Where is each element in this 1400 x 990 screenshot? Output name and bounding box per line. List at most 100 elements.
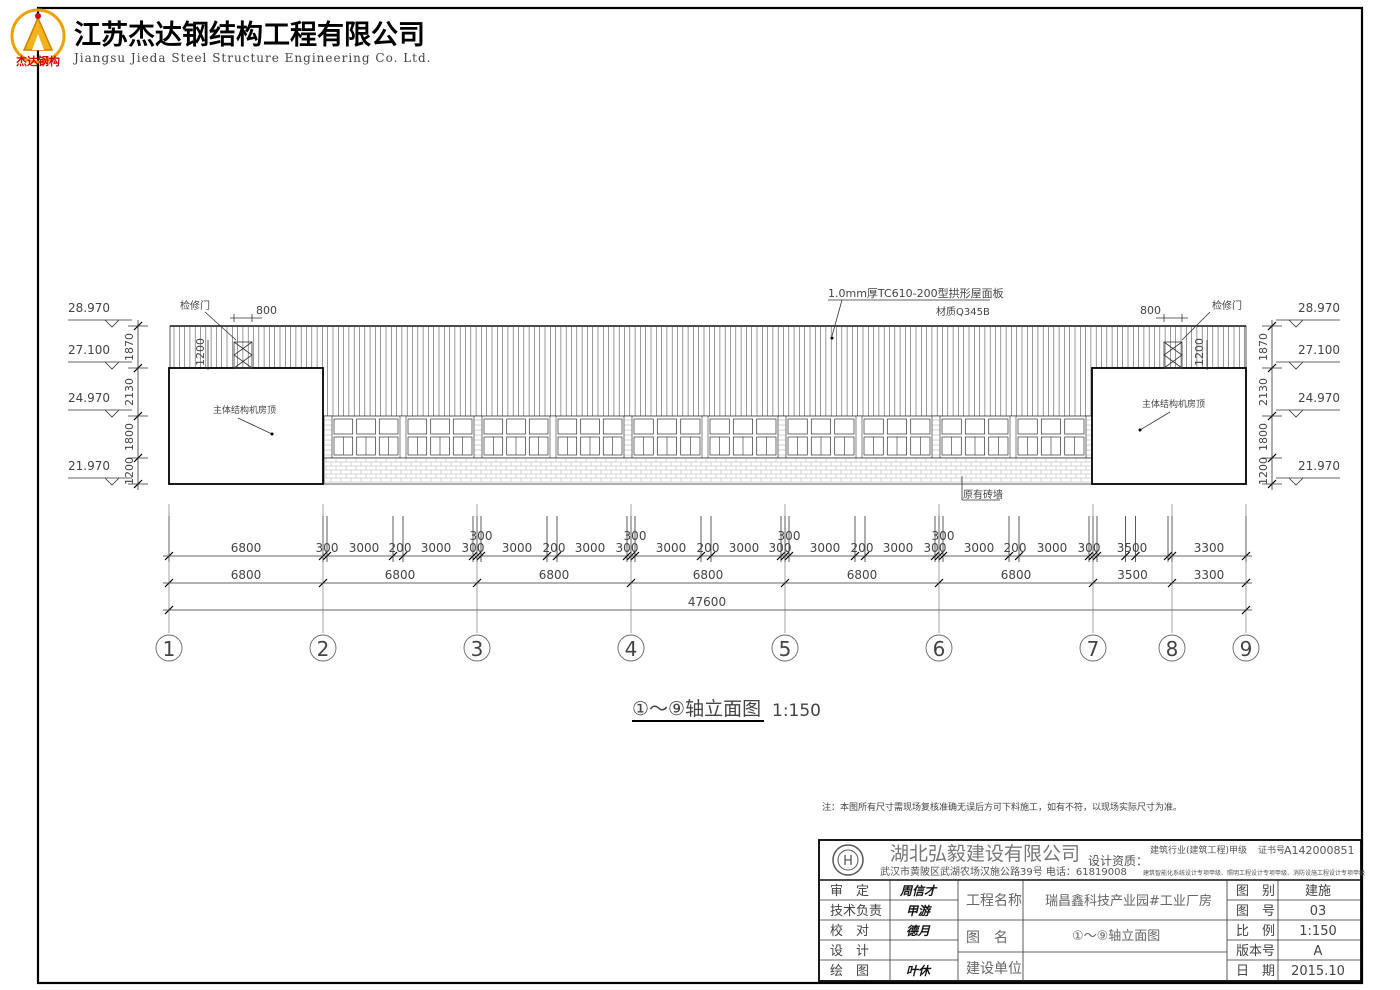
drawing-name: ①～⑨轴立面图 xyxy=(1072,929,1160,944)
dim-row2-5: 6800 xyxy=(847,568,878,582)
machine-room-left-label: 主体结构机房顶 xyxy=(213,404,276,416)
dim-row2-7: 3500 xyxy=(1117,568,1148,582)
vertical-dim-2: 2130 xyxy=(1257,378,1270,406)
dim-row1-14: 300 xyxy=(769,541,792,555)
dim-total: 47600 xyxy=(688,595,726,609)
axis-bubble-7 xyxy=(1079,634,1107,662)
tb-field-label-5: 日 期 xyxy=(1236,964,1275,979)
dim-row1-1: 6800 xyxy=(231,541,262,555)
machine-room-right-label: 主体结构机房顶 xyxy=(1142,398,1205,410)
tb-field-label-1: 图 别 xyxy=(1236,884,1275,899)
dim-row1-21: 3000 xyxy=(1037,541,1068,555)
machine-room-right: 主体结构机房顶 xyxy=(1091,367,1247,485)
dim-300-upper-4: 300 xyxy=(932,529,955,543)
dim-row1-19: 3000 xyxy=(964,541,995,555)
dim-300-upper-2: 300 xyxy=(624,529,647,543)
dim-row1-6: 300 xyxy=(462,541,485,555)
axis-label-1: 1 xyxy=(163,637,176,661)
hatch-right-width: 800 xyxy=(1140,304,1161,317)
dim-row1-3: 3000 xyxy=(349,541,380,555)
window-band xyxy=(323,415,1095,459)
axis-bubble-3 xyxy=(463,634,491,662)
tb-field-value-5: 2015.10 xyxy=(1291,964,1345,979)
level-right-1: 28.970 xyxy=(1298,301,1340,315)
hatch-door-right-label: 检修门 xyxy=(1212,299,1242,312)
drawing-frame xyxy=(36,6,1364,985)
drawing-title: ①～⑨轴立面图 1:150 xyxy=(632,698,821,722)
designer-company-name: 湖北弘毅建设有限公司 xyxy=(890,843,1080,865)
dim-row1-20: 200 xyxy=(1004,541,1027,555)
tb-field-value-4: A xyxy=(1314,944,1323,959)
qualification-label: 设计资质： xyxy=(1088,854,1148,868)
dim-row2-8: 3300 xyxy=(1194,568,1225,582)
tb-field-value-2: 03 xyxy=(1310,904,1327,919)
designer-address: 武汉市黄陂区武湖农场汉施公路39号 电话：61819008 xyxy=(880,865,1127,878)
level-right-3: 24.970 xyxy=(1298,391,1340,405)
axis-label-5: 5 xyxy=(779,637,792,661)
axis-label-6: 6 xyxy=(933,637,946,661)
dim-row1-5: 3000 xyxy=(421,541,452,555)
tb-field-value-1: 建施 xyxy=(1305,884,1331,899)
axis-bubble-4 xyxy=(617,634,645,662)
horizontal-dims: 6800 300 3000 200 3000 300 3000 200 3000 300 3000 2… xyxy=(163,516,1252,615)
machine-room-left: 主体结构机房顶 xyxy=(168,367,324,485)
company-header: 杰达钢构 江苏杰达钢结构工程有限公司 Jiangsu Jieda Steel S… xyxy=(10,8,432,68)
tb-field-label-3: 比 例 xyxy=(1236,924,1275,939)
vertical-dim-1: 1870 xyxy=(123,333,136,361)
logo-text: 杰达钢构 xyxy=(16,54,60,68)
dim-row1-10: 300 xyxy=(616,541,639,555)
vertical-dim-4: 1200 xyxy=(123,457,136,485)
vertical-dim-2: 2130 xyxy=(123,378,136,406)
dim-row1-2: 300 xyxy=(316,541,339,555)
level-left-4: 21.970 xyxy=(68,459,110,473)
dim-row1-18: 300 xyxy=(924,541,947,555)
level-right-4: 21.970 xyxy=(1298,459,1340,473)
dim-row1-24: 3300 xyxy=(1194,541,1225,555)
dim-row1-4: 200 xyxy=(389,541,412,555)
company-name-en: Jiangsu Jieda Steel Structure Engineerin… xyxy=(72,51,432,65)
certificate-number: A142000851 xyxy=(1284,844,1355,857)
level-right-2: 27.100 xyxy=(1298,343,1340,357)
client-label: 建设单位 xyxy=(966,961,1022,977)
svg-text:H: H xyxy=(843,854,853,869)
dim-row1-11: 3000 xyxy=(656,541,687,555)
dim-300-upper-3: 300 xyxy=(778,529,801,543)
qualification-grade: 建筑行业(建筑工程)甲级 xyxy=(1150,844,1247,856)
drawing-title-text: ①～⑨轴立面图 xyxy=(632,698,761,720)
axis-bubble-2 xyxy=(309,634,337,662)
dim-row1-16: 200 xyxy=(851,541,874,555)
tb-role-1: 审 定 xyxy=(830,884,869,899)
dim-row1-22: 300 xyxy=(1078,541,1101,555)
tb-role-3: 校 对 xyxy=(830,923,869,939)
level-markers-right: 28.970 27.100 24.970 21.970 xyxy=(1276,301,1340,486)
level-left-2: 27.100 xyxy=(68,343,110,357)
company-logo-icon: 杰达钢构 xyxy=(10,8,66,68)
dim-row1-17: 3000 xyxy=(883,541,914,555)
qualification-subtitle: 建筑智能化系统设计专项甲级、照明工程设计专项甲级、消防设施工程设计专项甲级 xyxy=(1143,869,1365,877)
hatch-door-left: 检修门 800 1200 xyxy=(180,299,277,370)
dim-row2-2: 6800 xyxy=(385,568,416,582)
brick-wall-label: 原有砖墙 xyxy=(963,488,1003,501)
tb-signature-3: 德月 xyxy=(906,924,931,938)
hatch-left-width: 800 xyxy=(256,304,277,317)
axis-label-9: 9 xyxy=(1240,637,1253,661)
vertical-dim-3: 1800 xyxy=(1257,423,1270,451)
company-name-cn: 江苏杰达钢结构工程有限公司 xyxy=(74,20,425,51)
tb-field-value-3: 1:150 xyxy=(1299,924,1336,939)
axis-bubble-5 xyxy=(771,634,799,662)
axis-bubble-8 xyxy=(1158,634,1186,662)
project-label: 工程名称 xyxy=(966,893,1022,909)
hatch-left-height: 1200 xyxy=(194,338,207,366)
dim-row2-4: 6800 xyxy=(693,568,724,582)
axis-label-4: 4 xyxy=(625,637,638,661)
roof-note-line1: 1.0mm厚TC610-200型拱形屋面板 xyxy=(828,286,1004,300)
hatch-door-left-label: 检修门 xyxy=(180,299,210,312)
drawing-note: 注：本图所有尺寸需现场复核准确无误后方可下料施工，如有不符，以现场实际尺寸为准。 xyxy=(822,801,1182,813)
roof-note-line2: 材质Q345B xyxy=(936,305,990,318)
